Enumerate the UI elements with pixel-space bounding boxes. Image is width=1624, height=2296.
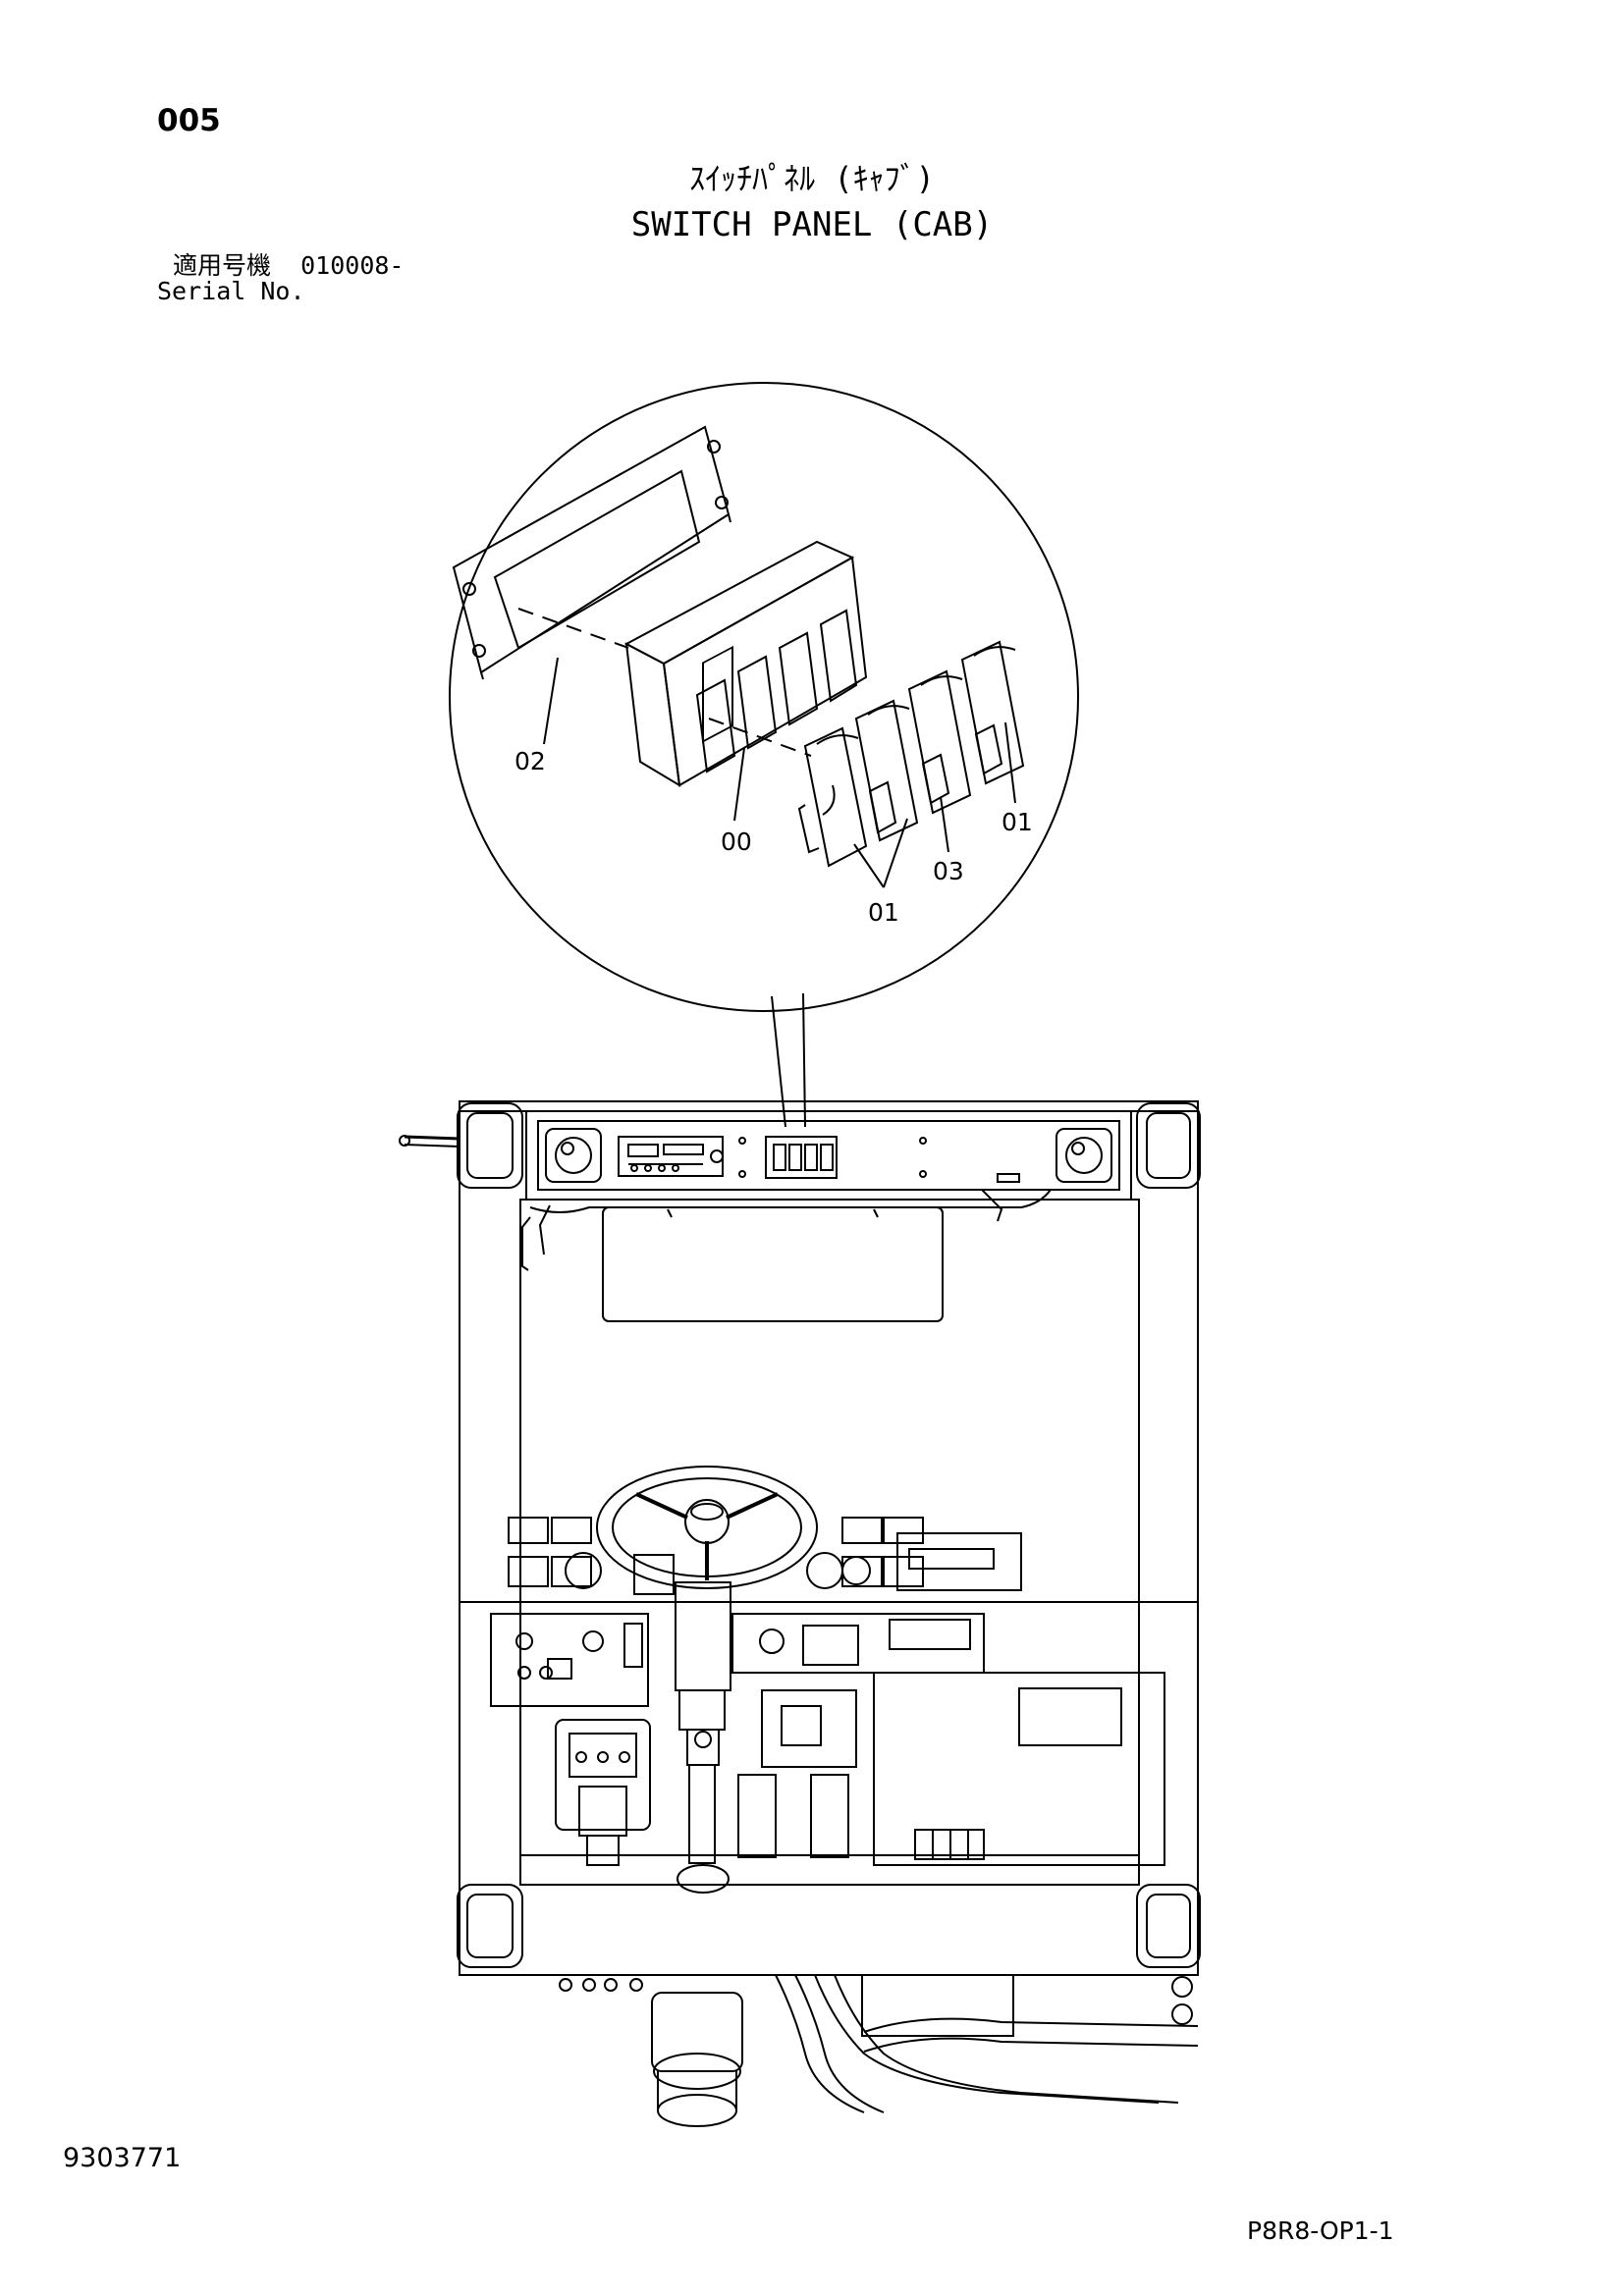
target-switch-panel <box>765 1136 838 1179</box>
leader-00 <box>733 747 745 822</box>
dash-switches-right-bottom <box>841 1556 883 1587</box>
speaker-right <box>1056 1128 1112 1183</box>
page-code: P8R8-OP1-1 <box>1247 2216 1394 2245</box>
rocker-switches <box>797 640 1025 868</box>
control-block-left <box>490 1613 649 1707</box>
title-english: SWITCH PANEL (CAB) <box>630 205 994 244</box>
leader-01-b <box>883 818 908 888</box>
hydraulic-motor <box>651 1992 743 2072</box>
dash-switches-right-top <box>841 1517 883 1544</box>
pillar-bottom-right <box>1136 1884 1201 1968</box>
gasket-plate <box>452 425 731 680</box>
hydraulic-hoses <box>651 1974 1199 2127</box>
serial-label-jp-text: 適用号機 <box>173 251 272 280</box>
right-console <box>873 1672 1165 1866</box>
leader-01-right <box>1004 721 1016 804</box>
sun-visor <box>602 1206 944 1322</box>
dash-switches-left-bottom <box>508 1556 549 1587</box>
display-panel <box>896 1532 1022 1591</box>
title-japanese: ｽｲｯﾁﾊﾟﾈﾙ (ｷｬﾌﾞ) <box>689 160 935 197</box>
pillar-bottom-left <box>457 1884 523 1968</box>
serial-label-english: Serial No. <box>157 277 305 305</box>
overhead-panel <box>525 1110 1132 1201</box>
detail-leader-left <box>771 995 786 1128</box>
joystick-base <box>555 1719 651 1866</box>
callout-00: 00 <box>721 828 752 856</box>
steering-column <box>675 1581 731 1691</box>
leader-01-a <box>853 843 885 888</box>
detail-circle <box>449 382 1079 1012</box>
detail-view: 02 00 01 03 01 <box>449 382 1079 1128</box>
leader-03 <box>940 796 949 853</box>
switch-bezel <box>623 540 868 787</box>
callout-01-bottom: 01 <box>868 898 899 927</box>
detail-leader-right <box>802 992 806 1128</box>
pedal-right <box>810 1774 849 1858</box>
pillar-top-right <box>1136 1102 1201 1189</box>
page-number: 005 <box>157 103 221 138</box>
serial-value: 010008- <box>300 251 405 280</box>
pillar-top-left <box>457 1102 523 1189</box>
steering-wheel <box>596 1466 818 1589</box>
leader-02 <box>543 657 559 745</box>
center-console <box>731 1613 985 1674</box>
speaker-left <box>545 1128 602 1183</box>
assembly-dashed-line-2 <box>708 718 812 757</box>
pedal-left <box>737 1774 777 1858</box>
callout-02: 02 <box>514 747 546 775</box>
document-number: 9303771 <box>63 2143 182 2173</box>
fuse-box <box>761 1689 857 1768</box>
callout-03: 03 <box>933 857 964 885</box>
callout-01-right: 01 <box>1001 808 1033 836</box>
dash-switches-left-top <box>508 1517 549 1544</box>
assembly-dashed-line-1 <box>517 608 629 649</box>
cab-top-view <box>399 1100 1201 2025</box>
cab-outer-frame <box>459 1100 1199 1976</box>
serial-label-japanese: 適用号機 010008- <box>173 253 404 278</box>
